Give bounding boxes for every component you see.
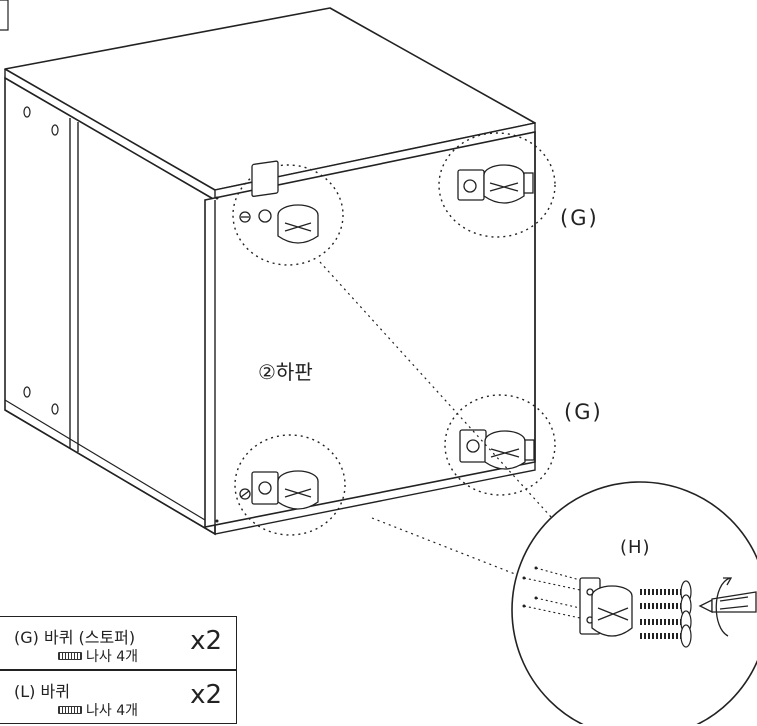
part-screw-label: 나사 4개 [86,649,138,665]
callout-g-top: (G) [560,206,599,230]
part-screw-label: 나사 4개 [86,703,138,719]
part-screw: 나사 4개 [58,700,138,720]
screw-icon [58,652,82,660]
part-quantity: x2 [190,626,222,656]
caster-highlight-bottom-right [444,394,556,496]
part-name: (L) 바퀴 [14,682,70,701]
caster-bottom-right [459,429,535,470]
leader-line-bottom [371,517,521,577]
caster-highlight-bottom-left [234,434,346,536]
caster-top-right [457,164,534,204]
caster-highlight-top-right [438,132,556,238]
caster-bottom-left [239,470,319,510]
parts-row-g: (G) 바퀴 (스토퍼) 나사 4개 x2 [0,616,237,670]
corner-mark [0,0,9,31]
parts-row-l: (L) 바퀴 나사 4개 x2 [0,670,237,724]
bottom-panel-label: ②하판 [258,360,313,384]
caster-top-left [239,160,319,244]
callout-h-detail: (H) [620,537,651,558]
caster-detail-exploded [579,577,633,637]
screw-icon [58,706,82,714]
part-quantity: x2 [190,680,222,710]
detail-circle-h [511,481,757,724]
callout-g-bottom: (G) [564,400,603,424]
screwdriver-icon [698,591,757,614]
rotation-arrow-icon [715,577,731,637]
part-name: (G) 바퀴 (스토퍼) [14,628,136,647]
parts-list: (G) 바퀴 (스토퍼) 나사 4개 x2 (L) 바퀴 나사 4개 x2 [0,616,237,726]
caster-highlight-top-left [232,164,344,266]
screws-detail [640,580,692,648]
leader-line-top [319,261,591,561]
part-screw: 나사 4개 [58,646,138,666]
